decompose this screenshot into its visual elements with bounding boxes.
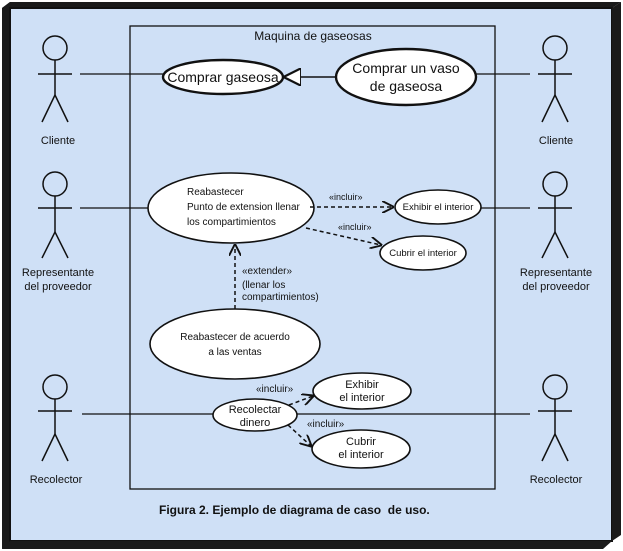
actor-label-representante-right-1: Representante	[520, 267, 592, 279]
use-case-label-cubrir-1: Cubrir	[346, 436, 376, 448]
use-case-comprar-vaso: Comprar un vaso de gaseosa	[334, 47, 478, 107]
use-case-label-exhibir-2: el interior	[339, 392, 385, 404]
frame-depth-bottom	[2, 541, 612, 549]
relation-label-extender-3: compartimientos)	[242, 292, 319, 303]
use-case-label-exhibir-interior-1: Exhibir el interior	[403, 202, 474, 213]
relation-label-incluir-1: «incluir»	[329, 192, 363, 202]
frame-depth-top	[2, 2, 621, 8]
use-case-label-recolectar-2: dinero	[240, 417, 271, 429]
figure-caption: Figura 2. Ejemplo de diagrama de caso de…	[159, 503, 430, 517]
actor-label-representante-left-2: del proveedor	[24, 281, 92, 293]
frame-depth-right	[612, 2, 621, 541]
associations	[80, 73, 530, 415]
relation-label-incluir-3: «incluir»	[256, 384, 294, 395]
actor-label-representante-right-2: del proveedor	[522, 281, 590, 293]
relation-label-incluir-4: «incluir»	[307, 419, 345, 430]
actor-label-cliente-right: Cliente	[539, 135, 573, 147]
system-boundary	[129, 25, 496, 490]
actor-cliente-left	[38, 35, 72, 123]
frame-face	[9, 7, 613, 542]
relation-label-extender-2: (llenar los	[242, 280, 285, 291]
system-title: Maquina de gaseosas	[254, 29, 371, 43]
actor-representante-left	[38, 171, 72, 259]
actor-representante-right	[538, 171, 572, 259]
use-case-reabastecer: Reabastecer Punto de extension llenar lo…	[147, 172, 315, 244]
dependency-arrows	[235, 207, 393, 446]
actor-label-representante-left-1: Representante	[22, 267, 94, 279]
use-case-label-comprar-vaso-2: de gaseosa	[370, 78, 443, 94]
use-case-cubrir-interior-2: Cubrir el interior	[311, 429, 411, 469]
use-case-cubrir-interior-1: Cubrir el interior	[379, 235, 467, 271]
use-case-label-reabastecer-3: los compartimientos	[187, 217, 276, 228]
use-case-label-recolectar-1: Recolectar	[229, 404, 282, 416]
use-case-reabastecer-ventas: Reabastecer de acuerdo a las ventas	[149, 308, 321, 380]
use-case-label-reabastecer-2: Punto de extension llenar	[187, 202, 301, 213]
use-case-recolectar-dinero: Recolectar dinero	[212, 398, 298, 432]
use-case-exhibir-interior-2: Exhibir el interior	[312, 372, 412, 410]
actor-label-recolector-right: Recolector	[530, 474, 583, 486]
use-case-label-exhibir-1: Exhibir	[345, 379, 379, 391]
actor-recolector-right	[538, 374, 572, 462]
use-case-label-cubrir-interior-1: Cubrir el interior	[389, 248, 457, 259]
actor-recolector-left	[38, 374, 72, 462]
relation-label-extender-1: «extender»	[242, 266, 292, 277]
use-case-label-reabastecer-ventas-1: Reabastecer de acuerdo	[180, 332, 290, 343]
include-arrow-cubrir-2	[287, 424, 311, 446]
use-case-exhibir-interior-1: Exhibir el interior	[394, 189, 482, 225]
relation-label-incluir-2: «incluir»	[338, 222, 372, 232]
use-case-label-cubrir-2: el interior	[338, 449, 384, 461]
actor-cliente-right	[538, 35, 572, 123]
use-case-comprar-gaseosa: Comprar gaseosa	[161, 58, 285, 96]
include-arrow-exhibir-2	[288, 396, 313, 406]
use-case-label-reabastecer-1: Reabastecer	[187, 187, 244, 198]
actor-label-recolector-left: Recolector	[30, 474, 83, 486]
use-case-label-reabastecer-ventas-2: a las ventas	[208, 347, 261, 358]
use-case-label-comprar-gaseosa: Comprar gaseosa	[167, 69, 278, 85]
frame-depth-left	[2, 2, 10, 549]
actor-label-cliente-left: Cliente	[41, 135, 75, 147]
include-arrow-cubrir-1	[305, 227, 381, 245]
use-case-label-comprar-vaso-1: Comprar un vaso	[352, 60, 460, 76]
